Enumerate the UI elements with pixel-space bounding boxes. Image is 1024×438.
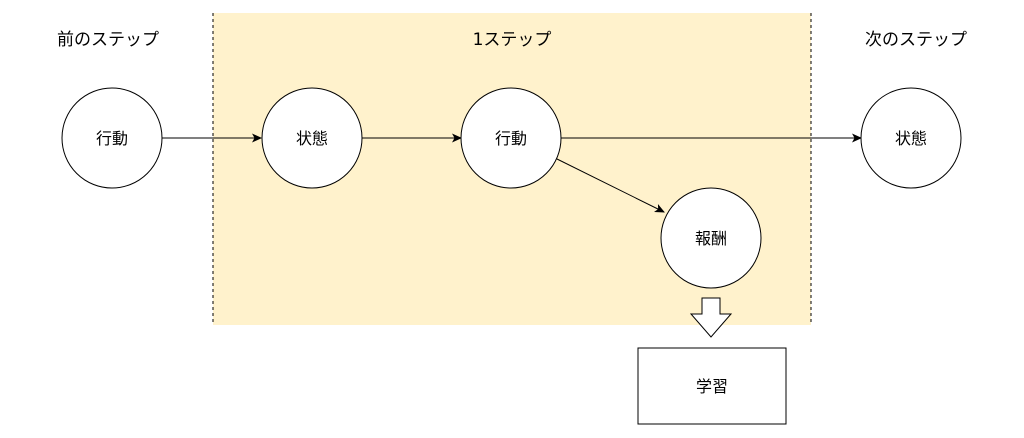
node-state-label: 状態 — [296, 129, 328, 148]
node-action-label: 行動 — [495, 129, 527, 148]
node-state: 状態 — [261, 87, 363, 189]
node-prev-action-label: 行動 — [96, 129, 128, 148]
previous-step-label: 前のステップ — [57, 30, 159, 50]
arrow-action-to-reward — [554, 157, 665, 213]
node-action: 行動 — [460, 87, 562, 189]
next-step-label: 次のステップ — [865, 30, 967, 50]
learning-box: 学習 — [637, 347, 787, 425]
learning-box-label: 学習 — [696, 377, 728, 396]
node-prev-action: 行動 — [61, 87, 163, 189]
node-reward: 報酬 — [660, 187, 762, 289]
node-next-state: 状態 — [860, 87, 962, 189]
node-next-state-label: 状態 — [895, 129, 927, 148]
node-reward-label: 報酬 — [695, 229, 727, 248]
one-step-label: 1ステップ — [473, 30, 552, 50]
down-arrow-icon — [689, 297, 733, 338]
